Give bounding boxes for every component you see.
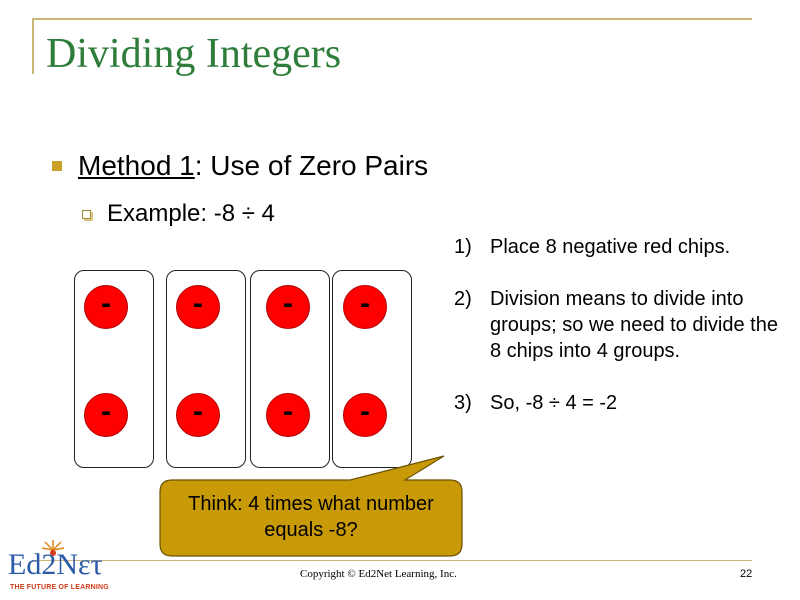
- chip-group: --: [166, 270, 246, 468]
- square-bullet-icon: [52, 161, 62, 171]
- frame-left-line: [32, 18, 34, 74]
- negative-chip: -: [176, 393, 220, 437]
- step-item: 1) Place 8 negative red chips.: [454, 234, 784, 260]
- frame-bottom-line: [32, 560, 752, 561]
- bullet-method: Method 1: Use of Zero Pairs: [52, 150, 428, 182]
- page-number: 22: [740, 568, 753, 580]
- ed2net-logo: Ed2Nετ THE FUTURE OF LEARNING: [8, 540, 128, 596]
- step-text: Place 8 negative red chips.: [490, 236, 731, 258]
- negative-chip: -: [266, 393, 310, 437]
- negative-chip: -: [84, 285, 128, 329]
- logo-tagline: THE FUTURE OF LEARNING: [10, 584, 109, 591]
- chip-groups: --------: [74, 270, 414, 468]
- negative-chip: -: [84, 393, 128, 437]
- negative-chip: -: [176, 285, 220, 329]
- chip-group: --: [332, 270, 412, 468]
- negative-chip: -: [266, 285, 310, 329]
- hollow-square-bullet-icon: [82, 209, 91, 219]
- step-number: 3): [454, 392, 472, 414]
- method-description: : Use of Zero Pairs: [194, 150, 429, 181]
- step-number: 1): [454, 236, 472, 258]
- logo-figure-icon: [41, 540, 65, 556]
- method-text: Method 1: Use of Zero Pairs: [78, 150, 428, 182]
- frame-top-line: [32, 18, 752, 20]
- bullet-example: Example: -8 ÷ 4: [82, 200, 275, 228]
- negative-chip: -: [343, 285, 387, 329]
- method-label: Method 1: [78, 150, 195, 181]
- logo-wordmark: Ed2Nετ: [8, 548, 103, 581]
- step-number: 2): [454, 288, 472, 310]
- chip-group: --: [74, 270, 154, 468]
- step-text: Division means to divide into groups; so…: [490, 288, 778, 362]
- step-text: So, -8 ÷ 4 = -2: [490, 392, 618, 414]
- step-item: 2) Division means to divide into groups; …: [454, 286, 784, 364]
- slide-title: Dividing Integers: [46, 31, 342, 77]
- step-item: 3) So, -8 ÷ 4 = -2: [454, 390, 784, 416]
- chip-group: --: [250, 270, 330, 468]
- example-text: Example: -8 ÷ 4: [107, 200, 275, 227]
- negative-chip: -: [343, 393, 387, 437]
- callout-text: Think: 4 times what number equals -8?: [188, 493, 434, 541]
- copyright-text: Copyright © Ed2Net Learning, Inc.: [300, 568, 457, 580]
- step-list: 1) Place 8 negative red chips. 2) Division …: [454, 234, 784, 442]
